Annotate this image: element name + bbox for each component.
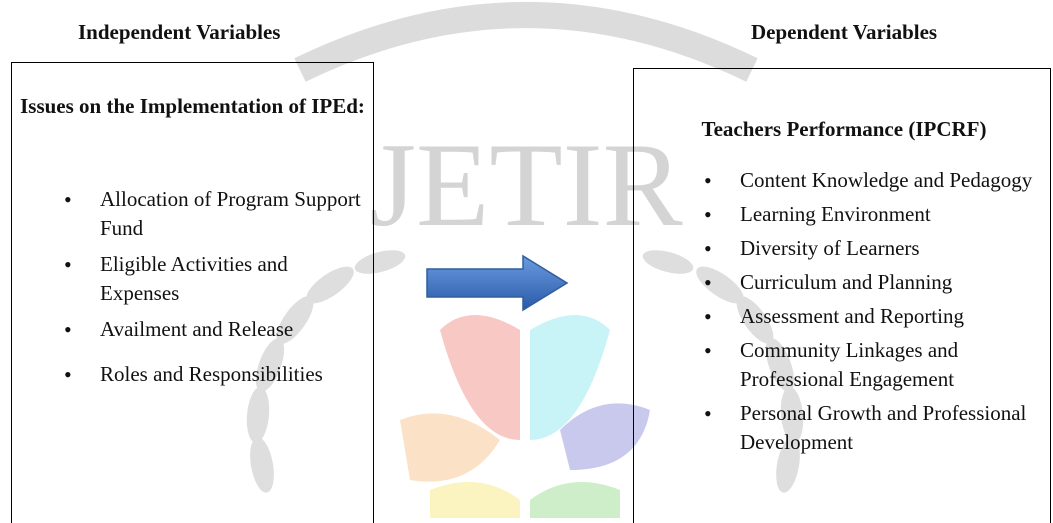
left-box-list: Allocation of Program Support Fund Eligi… xyxy=(22,185,367,396)
watermark-petal-cyan xyxy=(530,315,610,440)
list-item: Learning Environment xyxy=(662,200,1050,229)
list-item: Allocation of Program Support Fund xyxy=(22,185,367,243)
watermark-petal-purple xyxy=(560,403,650,470)
list-item: Community Linkages and Professional Enga… xyxy=(662,336,1050,394)
list-item: Curriculum and Planning xyxy=(662,268,1050,297)
watermark-petal-yellow xyxy=(430,482,520,518)
list-item: Availment and Release xyxy=(22,315,367,344)
list-item: Assessment and Reporting xyxy=(662,302,1050,331)
dependent-variables-box: Teachers Performance (IPCRF) Content Kno… xyxy=(633,68,1051,523)
right-box-title: Teachers Performance (IPCRF) xyxy=(701,117,987,141)
watermark-petal-green xyxy=(530,482,620,518)
watermark-arc xyxy=(294,2,758,82)
independent-variables-box: Issues on the Implementation of IPEd: Al… xyxy=(11,62,374,523)
watermark-petal-orange xyxy=(400,413,500,482)
list-item: Roles and Responsibilities xyxy=(22,360,367,389)
list-item: Personal Growth and Professional Develop… xyxy=(662,399,1050,457)
dependent-variables-heading: Dependent Variables xyxy=(751,20,938,44)
watermark-petal-red xyxy=(440,315,520,440)
right-box-list: Content Knowledge and Pedagogy Learning … xyxy=(662,166,1050,462)
right-arrow-icon xyxy=(426,254,569,312)
left-box-title: Issues on the Implementation of IPEd: xyxy=(20,94,365,118)
list-item: Content Knowledge and Pedagogy xyxy=(662,166,1050,195)
list-item: Diversity of Learners xyxy=(662,234,1050,263)
watermark-text: JETIR xyxy=(369,118,682,251)
independent-variables-heading: Independent Variables xyxy=(78,20,281,44)
list-item: Eligible Activities and Expenses xyxy=(22,250,367,308)
